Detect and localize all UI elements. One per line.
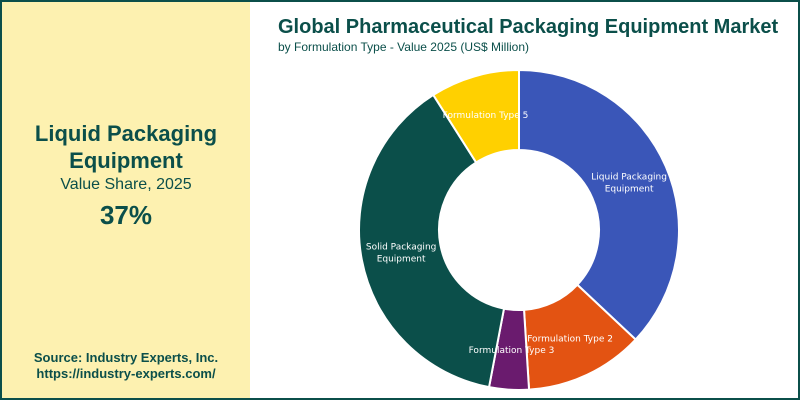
kpi-value: 37% xyxy=(99,200,153,230)
donut-slice-5[interactable] xyxy=(431,68,520,164)
chart-subtitle: by Formulation Type - Value 2025 (US$ Mi… xyxy=(278,40,530,54)
kpi-subtitle: Value Share, 2025 xyxy=(60,176,192,193)
chart-title: Global Pharmaceutical Packaging Equipmen… xyxy=(278,16,779,38)
donut-slice-1[interactable] xyxy=(518,68,680,341)
source-link[interactable]: https://industry-experts.com/ xyxy=(36,366,216,381)
source-line1: Source: Industry Experts, Inc. xyxy=(33,350,219,365)
source-note: Source: Industry Experts, Inc. https://i… xyxy=(2,350,250,382)
donut-slice-4[interactable] xyxy=(358,93,506,389)
kpi-title-line1: Liquid Packaging xyxy=(34,121,218,146)
slice-label-5: Formulation Type 5 xyxy=(443,111,529,121)
kpi-sidebar: Liquid Packaging Equipment Value Share, … xyxy=(2,2,250,398)
slice-label-3: Formulation Type 3 xyxy=(469,346,555,356)
kpi-title-line2: Equipment xyxy=(69,148,183,173)
slice-label-2: Formulation Type 2 xyxy=(527,335,613,345)
kpi-title: Liquid Packaging Equipment xyxy=(2,120,250,174)
